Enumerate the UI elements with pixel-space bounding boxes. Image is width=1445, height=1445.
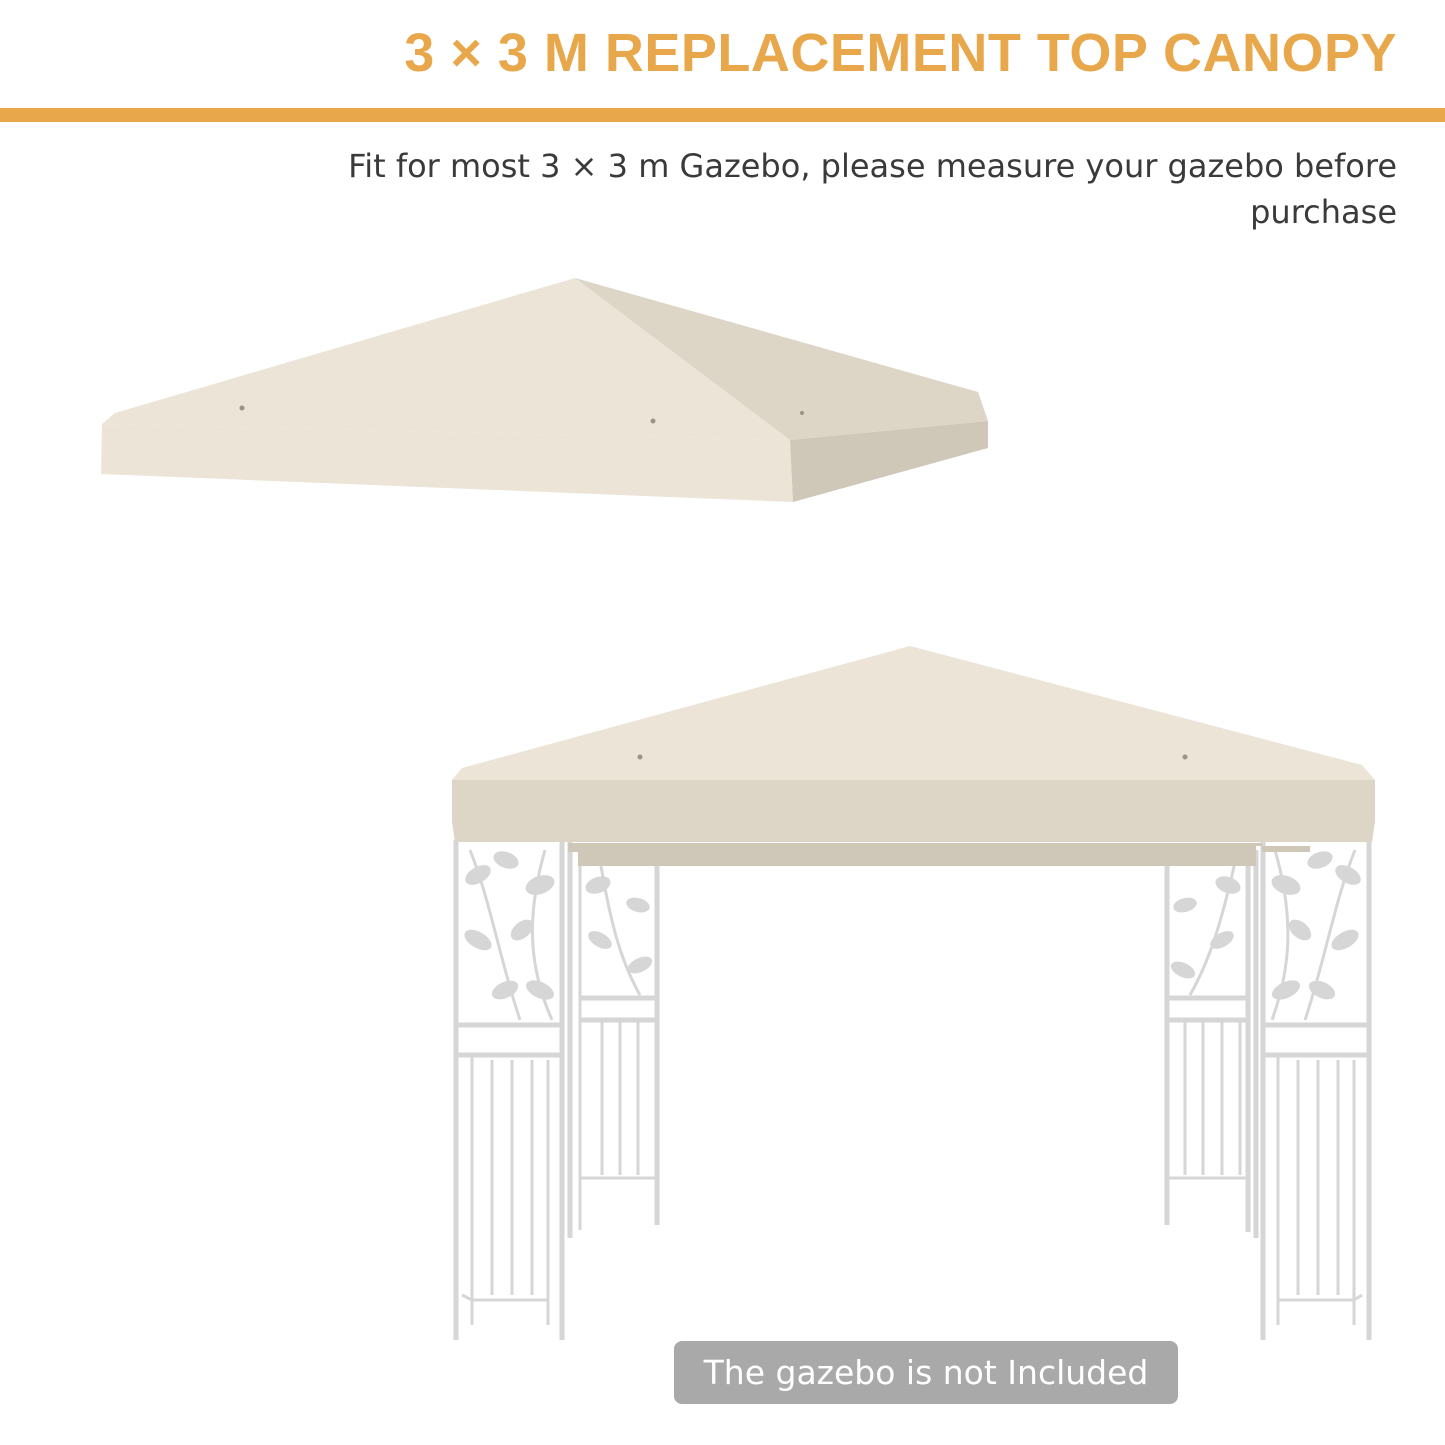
- accent-rule: [0, 108, 1445, 122]
- not-included-text: The gazebo is not Included: [703, 1353, 1149, 1392]
- leaf-decorations: [464, 851, 1361, 1000]
- vent-hole: [637, 754, 643, 760]
- canopy-top-right-roof: [575, 278, 988, 440]
- gazebo-canopy-underside: [568, 843, 1310, 866]
- canopy-top-left-roof: [102, 278, 790, 440]
- gazebo-canopy-roof: [452, 646, 1375, 780]
- vent-hole: [650, 418, 656, 424]
- vent-hole: [1182, 754, 1188, 760]
- gazebo-frame-illustration: [452, 646, 1375, 1340]
- vent-hole: [239, 405, 245, 411]
- canopy-top-side-valance: [790, 421, 988, 502]
- vent-hole: [800, 411, 804, 415]
- subtitle-text: Fit for most 3 × 3 m Gazebo, please meas…: [348, 147, 1397, 231]
- gazebo-canopy: [452, 646, 1375, 866]
- page-title: 3 × 3 M REPLACEMENT TOP CANOPY: [404, 23, 1397, 83]
- gazebo-frame: [453, 840, 1372, 1340]
- canopy-top-front-valance: [101, 424, 793, 502]
- not-included-badge: The gazebo is not Included: [674, 1341, 1178, 1404]
- gazebo-canopy-valance: [452, 780, 1375, 842]
- canopy-top-illustration: [101, 278, 988, 502]
